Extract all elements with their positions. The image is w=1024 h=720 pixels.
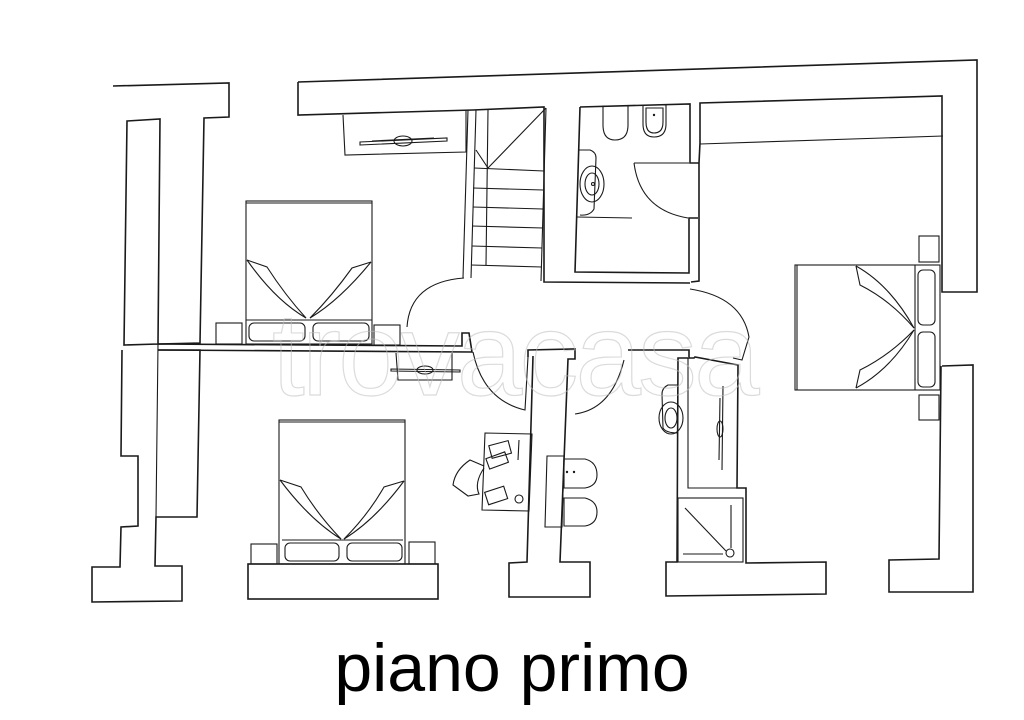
toilet-bottom (563, 497, 598, 527)
bed-top-left (245, 200, 373, 345)
mirror-knob (716, 420, 724, 438)
bed-bottom-left (278, 419, 406, 565)
wall-left-outer (112, 82, 230, 346)
sink-drain (590, 181, 596, 187)
sink-bottom-inner (664, 407, 678, 429)
sink-counter-bottom (661, 384, 679, 434)
bidet-tap (572, 470, 576, 474)
wardrobe-handle (359, 137, 448, 146)
sink-top-inner (584, 172, 600, 196)
nightstand (373, 324, 401, 346)
wall-study-partition (508, 348, 591, 598)
door-swing-hall-top (689, 288, 750, 361)
door-swing-bathroom (633, 162, 689, 219)
bidet-top (642, 104, 667, 138)
wall-bottom-left-bedroom (247, 563, 439, 600)
bathroom-top-walls (579, 103, 699, 164)
bathroom-bottom-inner (687, 358, 737, 489)
wardrobe-knob (393, 135, 413, 147)
bathroom-top-divider (576, 216, 633, 219)
bidet-bottom (563, 458, 598, 489)
bidet-inner (645, 107, 664, 134)
nightstand (408, 541, 436, 565)
door-swing-hall-left (472, 351, 529, 411)
wardrobe-lower-knob (416, 365, 434, 375)
toilet-top (602, 105, 629, 141)
sink-bottom (658, 401, 684, 435)
wall-left-lower (91, 349, 201, 603)
wall-right-lower (888, 364, 974, 593)
wardrobe-handle-bar (371, 137, 435, 142)
bidet-vanity (544, 455, 565, 528)
nightstand (918, 394, 940, 421)
closet-top-line (699, 135, 944, 145)
staircase (462, 107, 547, 282)
plan-title: piano primo (334, 630, 690, 706)
nightstand (918, 235, 940, 263)
sink-top (579, 165, 605, 203)
wall-top (297, 59, 978, 293)
wall-top-inner (297, 82, 691, 284)
bed-right (794, 264, 941, 391)
door-swing-hall-mid (574, 359, 625, 415)
nightstand (215, 322, 243, 345)
door-swing-left (406, 277, 465, 328)
wall-bathroom-bottom (628, 349, 827, 597)
bidet-tap (652, 113, 656, 117)
wall-left-inner (155, 343, 159, 518)
mirror-inner (718, 397, 721, 461)
wall-mid-left (157, 332, 473, 353)
chair (452, 459, 485, 497)
wardrobe-lower (395, 352, 453, 381)
wardrobe-top (342, 111, 467, 156)
bidet-tap (565, 470, 569, 474)
bathroom-top-left-wall (574, 106, 698, 274)
sink-counter-top (578, 149, 597, 216)
nightstand (250, 543, 278, 565)
desk (481, 432, 533, 512)
shower (677, 497, 744, 563)
wardrobe-lower-handle (390, 368, 461, 373)
